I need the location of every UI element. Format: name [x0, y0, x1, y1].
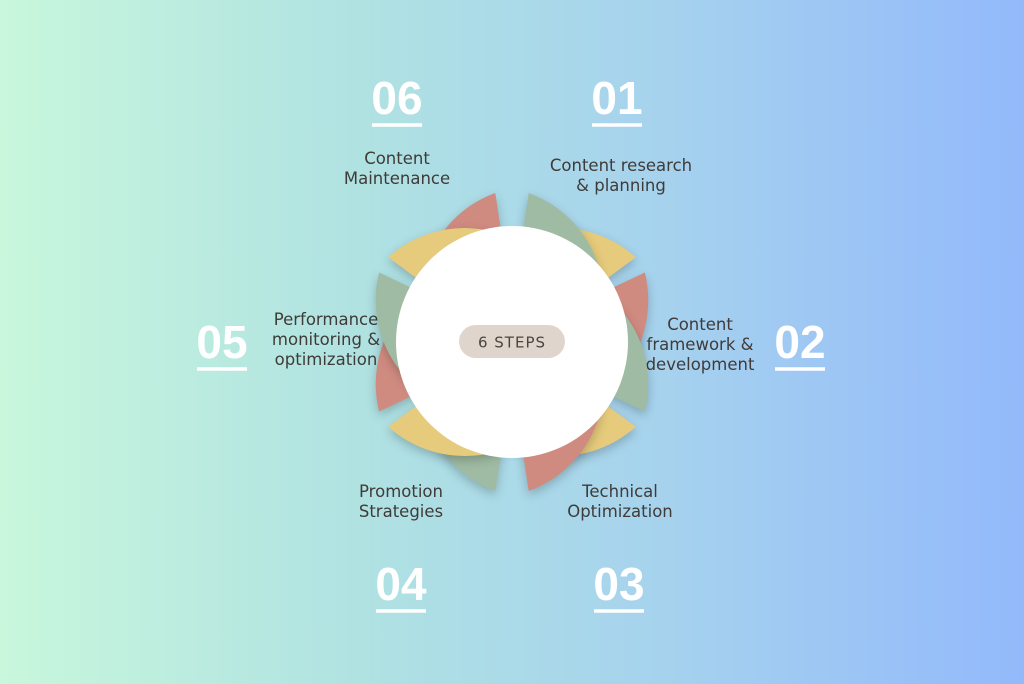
step-label-line: development — [646, 355, 755, 374]
step-number: 05 — [196, 316, 247, 368]
step-label-line: Maintenance — [344, 169, 450, 188]
step-label-line: Strategies — [359, 502, 443, 521]
step-number: 01 — [591, 72, 642, 124]
step-label-line: Content — [667, 315, 733, 334]
step-label-line: Optimization — [567, 502, 673, 521]
step-number: 04 — [375, 558, 427, 610]
step-number: 06 — [371, 72, 422, 124]
step-number: 03 — [593, 558, 644, 610]
step-label: Content research& planning — [550, 156, 692, 195]
center-pill — [459, 325, 565, 358]
step-label-line: Performance — [274, 310, 379, 329]
step-label-line: Promotion — [359, 482, 443, 501]
step-label-line: optimization — [275, 350, 378, 369]
step-label-line: monitoring & — [272, 330, 380, 349]
center-hub: 6 STEPS — [396, 226, 628, 458]
step-label-line: framework & — [647, 335, 754, 354]
step-number: 02 — [774, 316, 825, 368]
step-label-line: Content — [364, 149, 430, 168]
center-label: 6 STEPS — [478, 334, 546, 352]
step-label-line: & planning — [576, 176, 666, 195]
step-label-line: Technical — [581, 482, 658, 501]
step-label-line: Content research — [550, 156, 692, 175]
